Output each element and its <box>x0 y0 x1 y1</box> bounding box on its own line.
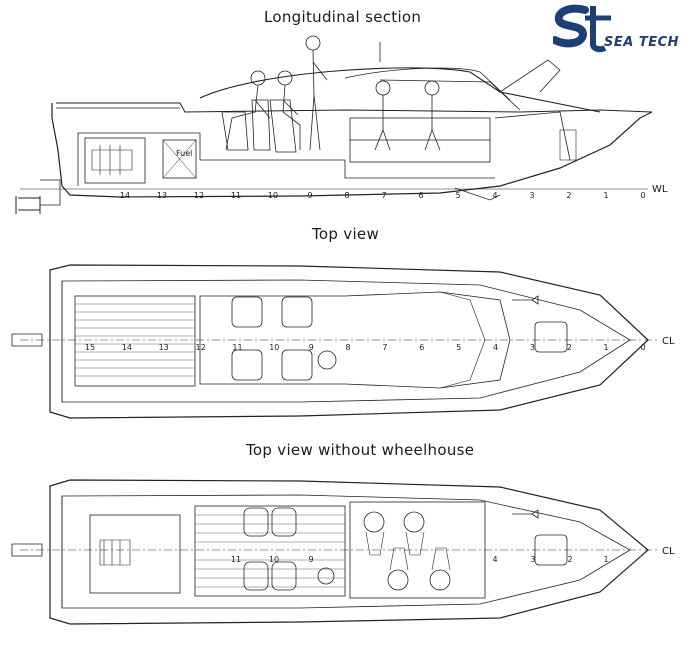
longitudinal-section <box>15 35 653 214</box>
top-station-9: 9 <box>309 343 314 352</box>
top-station-11: 11 <box>232 343 242 352</box>
section-station-2: 2 <box>566 191 571 200</box>
bottom-station-4: 4 <box>492 555 497 564</box>
top-station-12: 12 <box>196 343 206 352</box>
top-view-without-wheelhouse <box>11 479 660 625</box>
section-station-1: 1 <box>603 191 608 200</box>
top-station-4: 4 <box>493 343 498 352</box>
section-station-3: 3 <box>529 191 534 200</box>
section-station-12: 12 <box>194 191 204 200</box>
top-station-14: 14 <box>122 343 132 352</box>
section-station-0: 0 <box>640 191 645 200</box>
centerline-label-top: CL <box>662 336 675 347</box>
top-station-7: 7 <box>382 343 387 352</box>
seatech-logo <box>551 4 683 54</box>
section-station-9: 9 <box>307 191 312 200</box>
top-station-10: 10 <box>269 343 279 352</box>
fuel-label: Fuel <box>176 149 192 158</box>
top-station-13: 13 <box>159 343 169 352</box>
bottom-station-11: 11 <box>231 555 241 564</box>
section-title: Longitudinal section <box>264 8 422 26</box>
top-station-5: 5 <box>456 343 461 352</box>
section-station-10: 10 <box>268 191 278 200</box>
bottom-station-9: 9 <box>308 555 313 564</box>
seatech-logo-mark <box>551 4 611 53</box>
section-station-8: 8 <box>344 191 349 200</box>
top-station-0: 0 <box>640 343 645 352</box>
top-view-without-wheelhouse-title: Top view without wheelhouse <box>246 441 475 459</box>
top-station-8: 8 <box>346 343 351 352</box>
section-station-4: 4 <box>492 191 497 200</box>
seatech-logo-text: SEA TECH <box>604 35 679 50</box>
top-station-1: 1 <box>604 343 609 352</box>
top-view-title: Top view <box>312 225 380 243</box>
top-station-2: 2 <box>567 343 572 352</box>
top-station-15: 15 <box>85 343 95 352</box>
top-station-6: 6 <box>419 343 424 352</box>
top-station-3: 3 <box>530 343 535 352</box>
bottom-station-2: 2 <box>567 555 572 564</box>
bottom-station-1: 1 <box>603 555 608 564</box>
bottom-station-3: 3 <box>530 555 535 564</box>
bottom-station-10: 10 <box>269 555 279 564</box>
section-station-14: 14 <box>120 191 130 200</box>
top-view <box>11 264 660 419</box>
section-station-5: 5 <box>455 191 460 200</box>
section-station-11: 11 <box>231 191 241 200</box>
section-station-6: 6 <box>418 191 423 200</box>
section-station-7: 7 <box>381 191 386 200</box>
section-station-13: 13 <box>157 191 167 200</box>
centerline-label-bottom: CL <box>662 546 675 557</box>
waterline-label: WL <box>652 184 668 195</box>
